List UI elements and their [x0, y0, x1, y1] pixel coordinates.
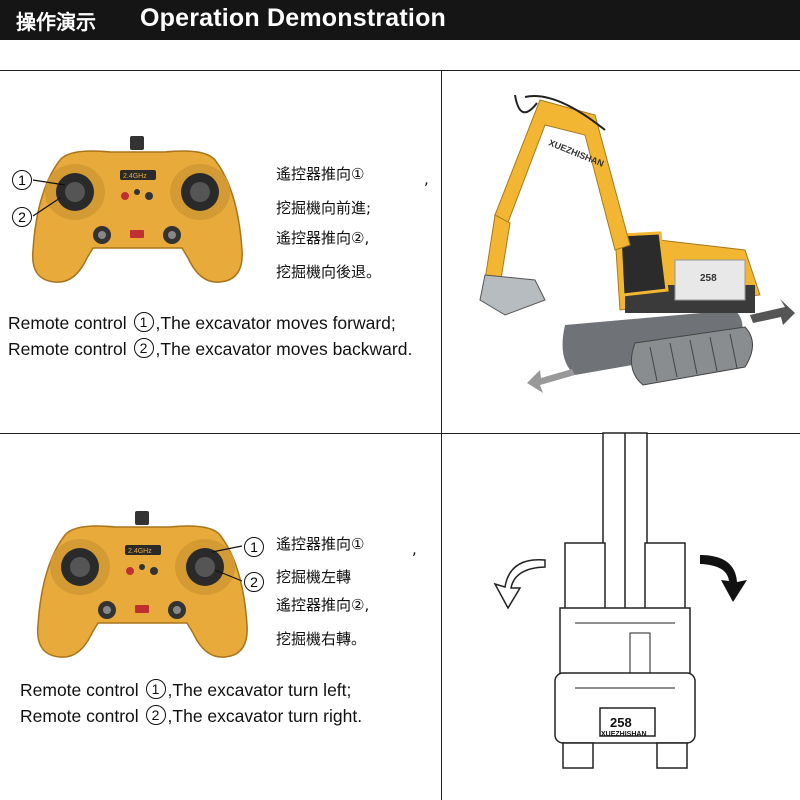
page-title-en: Operation Demonstration	[140, 4, 447, 32]
cn-line-2: 挖掘機向前進;	[276, 199, 372, 217]
cn-line-3: 遙控器推向②,	[276, 596, 370, 614]
en-line-1: Remote control 1,The excavator moves for…	[8, 312, 396, 333]
callout-2: 2	[12, 207, 32, 227]
excavator-top-icon: 258 XUEZHISHAN	[554, 432, 696, 769]
cn-line-2: 挖掘機左轉	[276, 568, 352, 586]
controller-icon: 2.4GHz	[31, 136, 243, 283]
header-bar: 操作演示 Operation Demonstration	[0, 0, 800, 40]
cn-line-3: 遙控器推向②,	[276, 229, 370, 247]
callout-1: 1	[244, 537, 264, 557]
cn-line-1: 遙控器推向①	[276, 165, 365, 183]
excavator-model: 258	[700, 273, 717, 284]
page-title-cn: 操作演示	[16, 10, 96, 34]
cn-line-1: 遙控器推向①	[276, 535, 365, 553]
circled-number: 2	[133, 338, 154, 359]
en-line-1: Remote control 1,The excavator turn left…	[20, 679, 352, 700]
cn-comma: ,	[424, 170, 429, 188]
en-line-2: Remote control 2,The excavator moves bac…	[8, 338, 413, 359]
cn-line-4: 挖掘機向後退。	[276, 263, 382, 281]
cn-line-4: 挖掘機右轉。	[276, 630, 367, 648]
en-line-2: Remote control 2,The excavator turn righ…	[20, 705, 363, 726]
rotate-right-arrow-icon	[700, 555, 747, 602]
callout-1: 1	[12, 170, 32, 190]
callout-2: 2	[244, 572, 264, 592]
circled-number: 1	[145, 679, 166, 700]
excavator-model-top: 258	[610, 715, 632, 730]
grid-line-middle	[0, 433, 800, 434]
controller-icon: 2.4GHz	[36, 511, 248, 658]
controller-badge: 2.4GHz	[128, 548, 152, 555]
grid-line-vertical	[441, 70, 442, 800]
circled-number: 2	[145, 705, 166, 726]
excavator-side-icon: 258 XUEZHISHAN	[479, 94, 795, 393]
cn-comma: ,	[412, 540, 417, 558]
grid-line-top	[0, 70, 800, 71]
controller-badge: 2.4GHz	[123, 173, 147, 180]
circled-number: 1	[133, 312, 154, 333]
rotate-left-arrow-icon	[493, 559, 546, 610]
excavator-brand-top: XUEZHISHAN	[601, 731, 647, 738]
